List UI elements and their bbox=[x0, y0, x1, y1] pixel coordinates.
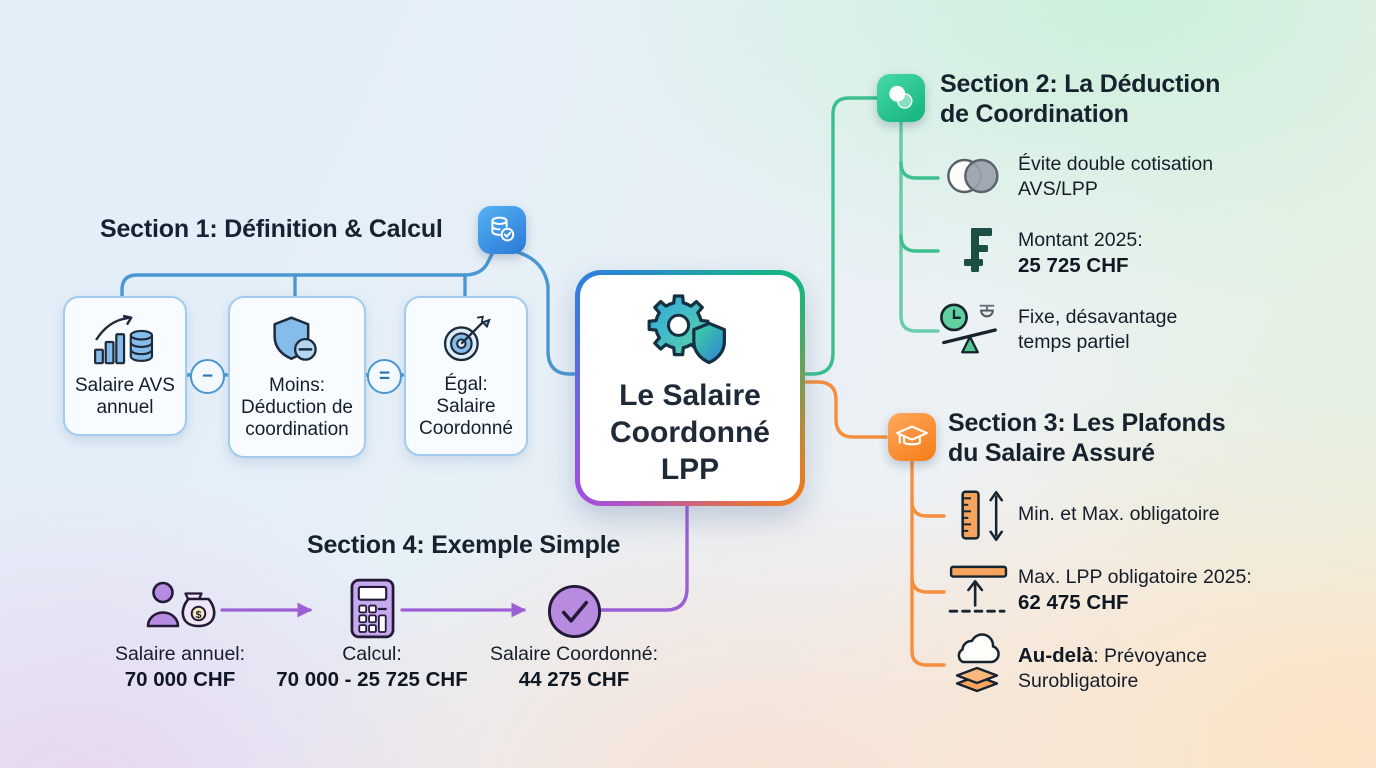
item-value: 25 725 CHF bbox=[1018, 254, 1129, 277]
section2-title-line1: Section 2: La Déduction bbox=[940, 70, 1221, 98]
equals-operator: = bbox=[367, 359, 402, 394]
section1-title: Section 1: Définition & Calcul bbox=[100, 215, 443, 243]
item-line: temps partiel bbox=[1018, 331, 1130, 353]
step-caption: Calcul: bbox=[342, 643, 402, 665]
center-title-line3: LPP bbox=[660, 452, 720, 486]
person-moneybag-icon: $ bbox=[142, 579, 218, 641]
step-value: 70 000 - 25 725 CHF bbox=[276, 668, 468, 691]
box1-line1: Salaire AVS bbox=[75, 374, 175, 396]
box-salaire-coordonne: Égal: Salaire Coordonné bbox=[404, 296, 528, 456]
item-surobligatoire: Au-delà: Prévoyance Surobligatoire bbox=[1018, 643, 1207, 694]
box2-line1: Moins: bbox=[269, 374, 325, 396]
item-line: Max. LPP obligatoire 2025: bbox=[1018, 566, 1252, 588]
item-line: Fixe, désavantage bbox=[1018, 306, 1178, 328]
swiss-franc-icon bbox=[963, 226, 997, 280]
step-value: 44 275 CHF bbox=[518, 668, 630, 691]
ceiling-arrow-icon bbox=[948, 564, 1010, 616]
step3-label: Salaire Coordonné: 44 275 CHF bbox=[474, 642, 674, 693]
box-deduction: Moins: Déduction de coordination bbox=[228, 296, 366, 458]
graduation-cap-icon bbox=[888, 413, 936, 461]
ruler-range-icon bbox=[958, 487, 1012, 545]
step-value: 70 000 CHF bbox=[124, 668, 236, 691]
center-title-line2: Coordonné bbox=[610, 415, 770, 449]
item-double-cotisation: Évite double cotisation AVS/LPP bbox=[1018, 152, 1213, 202]
step1-label: Salaire annuel: 70 000 CHF bbox=[90, 642, 270, 693]
gear-shield-icon bbox=[642, 289, 738, 375]
section3-title-line2: du Salaire Assuré bbox=[948, 439, 1155, 467]
item-line: Montant 2025: bbox=[1018, 229, 1143, 251]
section2-title-line2: de Coordination bbox=[940, 100, 1129, 128]
section3-title-line1: Section 3: Les Plafonds bbox=[948, 409, 1226, 437]
center-title-line1: Le Salaire bbox=[619, 378, 761, 412]
item-min-max: Min. et Max. obligatoire bbox=[1018, 502, 1220, 527]
item-line: Évite double cotisation bbox=[1018, 153, 1214, 175]
item-fixe-desavantage: Fixe, désavantage temps partiel bbox=[1018, 305, 1177, 355]
box3-line3: Coordonné bbox=[418, 417, 514, 439]
item-line: Au-delà: Prévoyance bbox=[1018, 643, 1207, 669]
minus-operator: − bbox=[190, 359, 225, 394]
item-line: AVS/LPP bbox=[1018, 178, 1098, 200]
section4-title: Section 4: Exemple Simple bbox=[307, 531, 621, 559]
coins-check-icon bbox=[478, 206, 526, 254]
item-rest: : Prévoyance bbox=[1093, 645, 1207, 667]
calculator-icon bbox=[349, 577, 396, 640]
box2-line2: Déduction de bbox=[241, 396, 353, 418]
green-connectors bbox=[804, 96, 940, 376]
section3-title: Section 3: Les Plafonds du Salaire Assur… bbox=[948, 408, 1226, 468]
box-salaire-avs: Salaire AVS annuel bbox=[63, 296, 187, 436]
svg-text:$: $ bbox=[196, 609, 202, 621]
step-caption: Salaire annuel: bbox=[114, 643, 246, 665]
item-montant-2025: Montant 2025: 25 725 CHF bbox=[1018, 228, 1143, 279]
target-dart-icon bbox=[436, 313, 496, 367]
growth-chart-coins-icon bbox=[92, 314, 158, 368]
box3-line1: Égal: bbox=[444, 373, 488, 395]
central-node: Le Salaire Coordonné LPP bbox=[575, 270, 805, 506]
shield-minus-icon bbox=[268, 314, 326, 368]
box1-line2: annuel bbox=[96, 396, 154, 418]
item-bold: Au-delà bbox=[1018, 644, 1094, 667]
check-circle-icon bbox=[546, 583, 603, 640]
section2-title: Section 2: La Déduction de Coordination bbox=[940, 69, 1220, 129]
step2-label: Calcul: 70 000 - 25 725 CHF bbox=[272, 642, 472, 693]
item-line: Min. et Max. obligatoire bbox=[1018, 503, 1220, 525]
item-value: 62 475 CHF bbox=[1018, 591, 1129, 614]
item-max-lpp: Max. LPP obligatoire 2025: 62 475 CHF bbox=[1018, 565, 1252, 616]
venn-diagram-icon bbox=[944, 151, 1008, 201]
cloud-layers-icon bbox=[946, 632, 1008, 694]
clock-balance-icon bbox=[938, 300, 1002, 358]
item-line: Surobligatoire bbox=[1018, 670, 1139, 692]
box2-line3: coordination bbox=[245, 418, 349, 440]
box3-line2: Salaire bbox=[436, 395, 496, 417]
overlap-circles-icon bbox=[877, 74, 925, 122]
step-caption: Salaire Coordonné: bbox=[489, 643, 659, 665]
